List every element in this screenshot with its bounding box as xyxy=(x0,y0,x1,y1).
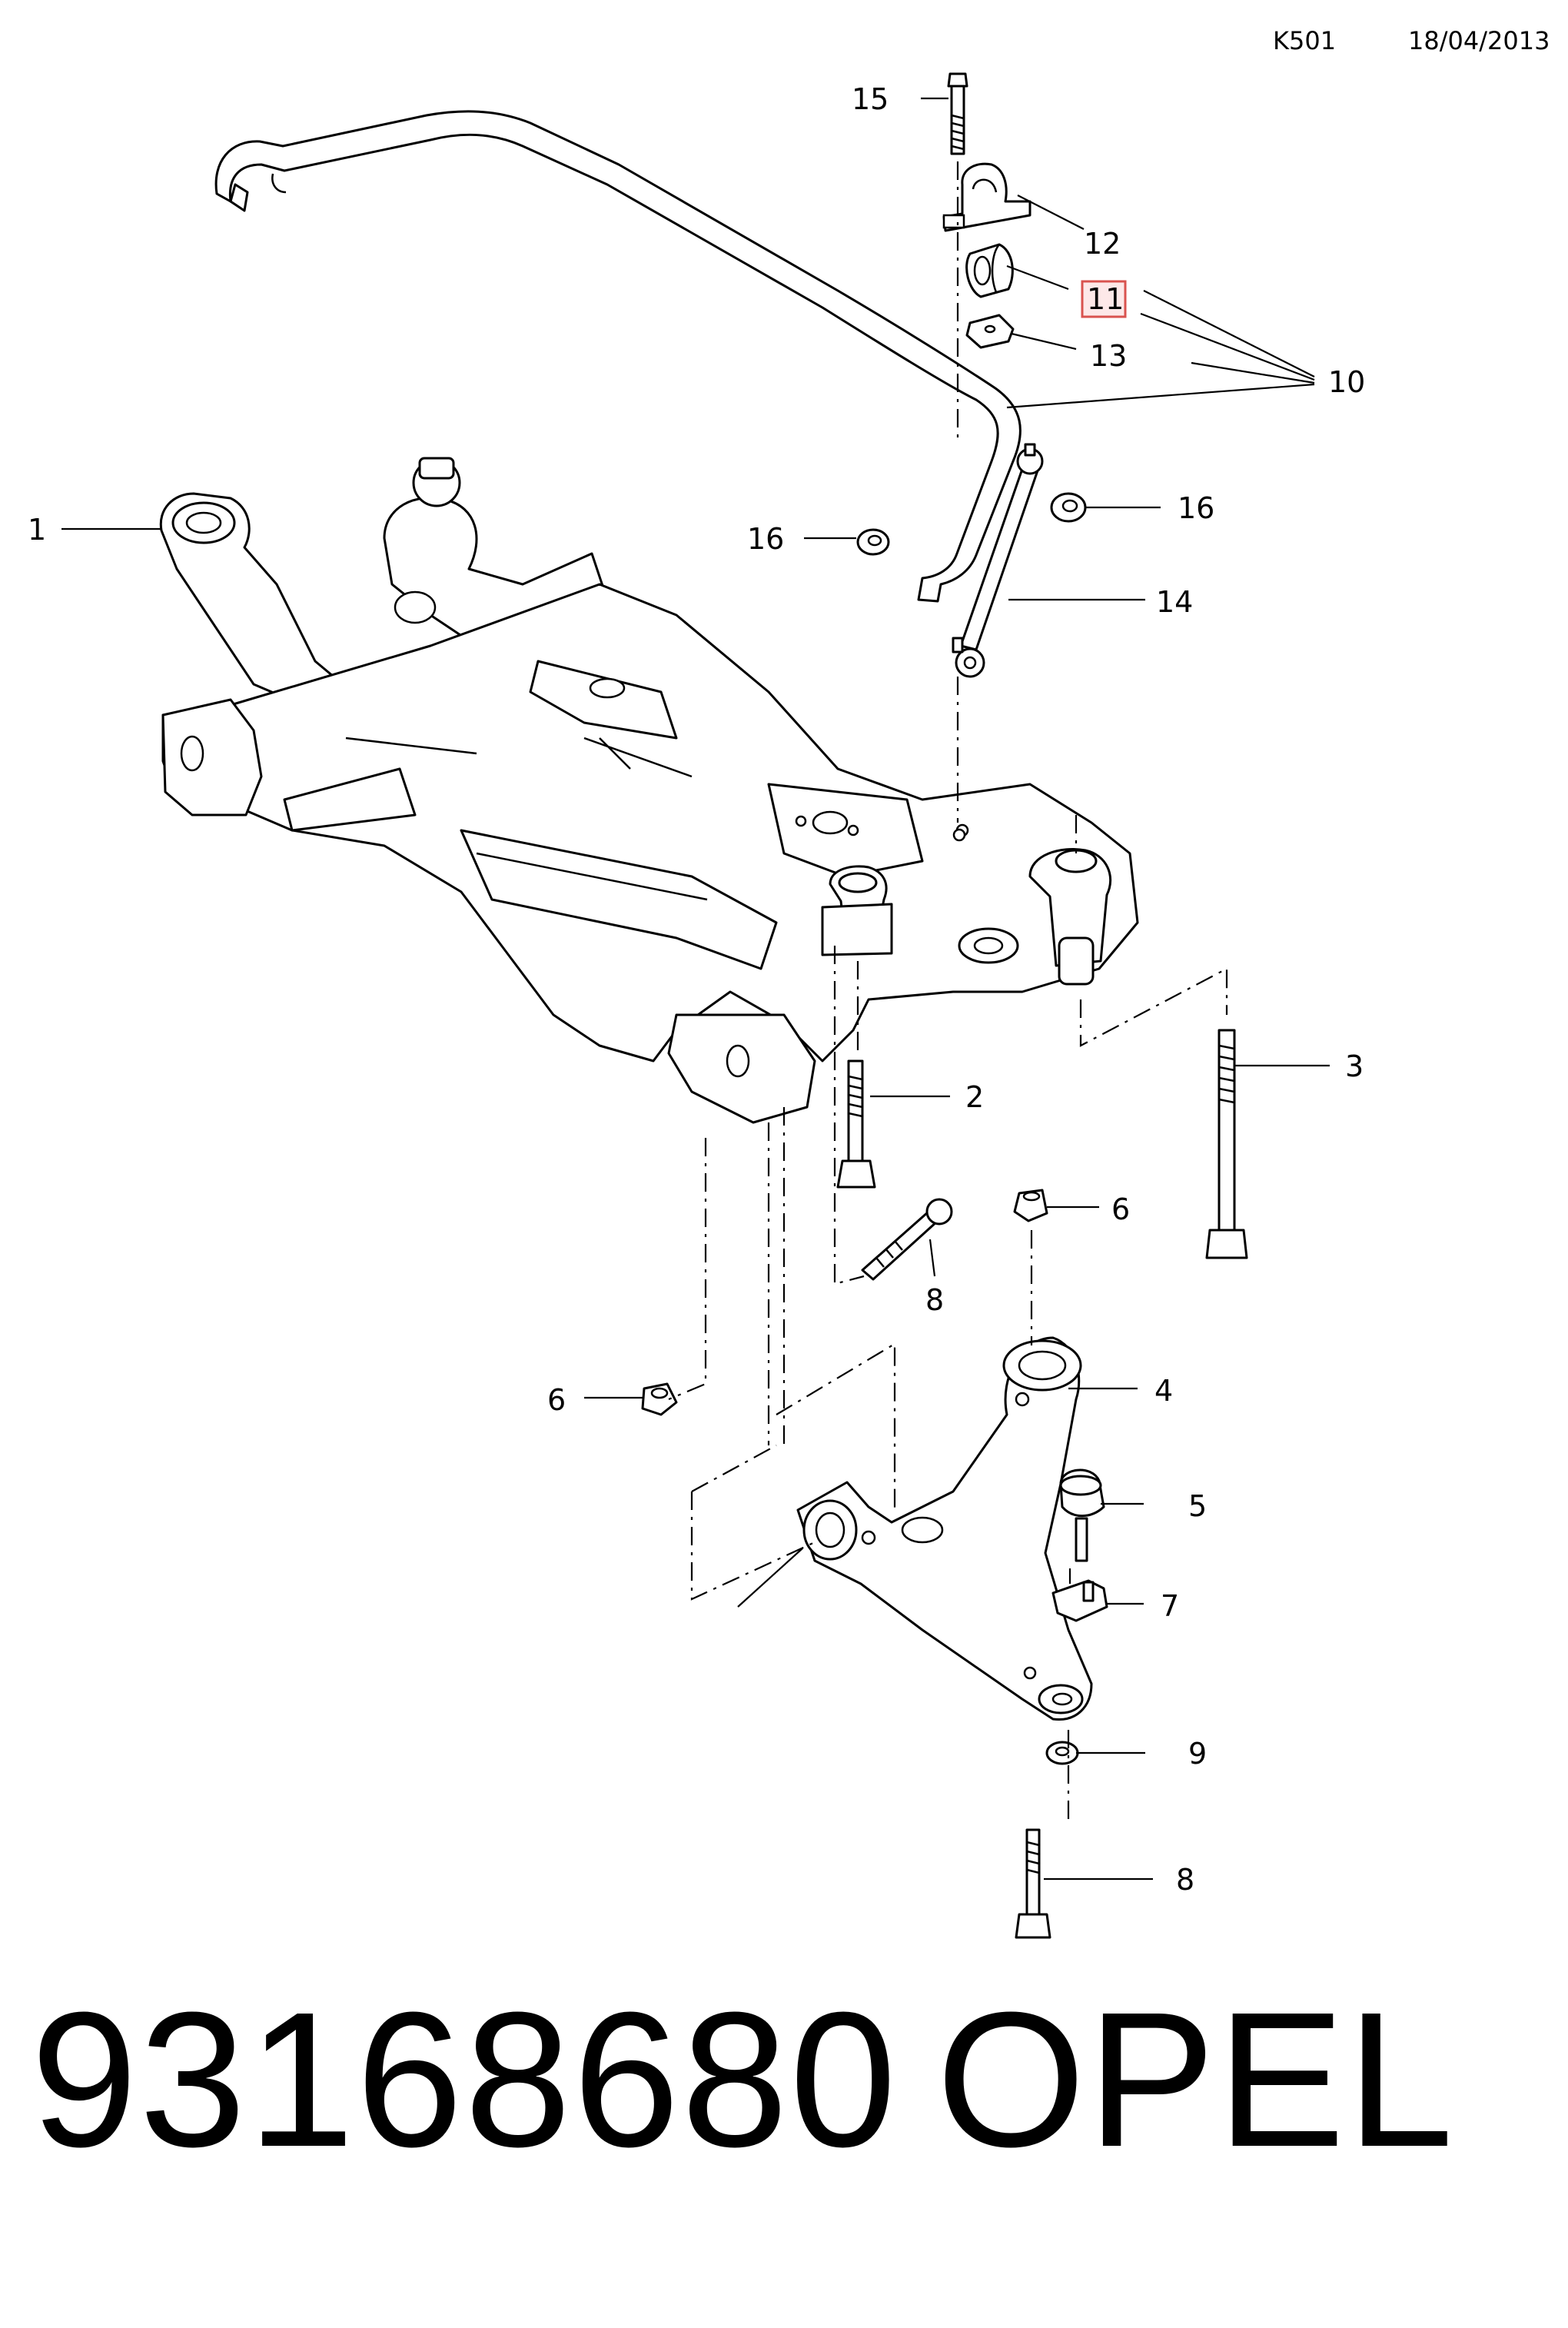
callout-16-left: 16 xyxy=(747,522,784,556)
callout-14: 14 xyxy=(1156,585,1193,619)
link-nut-lower xyxy=(856,528,890,556)
callout-11-highlight xyxy=(1081,280,1127,318)
brand-name: OPEL xyxy=(936,1972,1455,2187)
callout-labels: 1 2 3 4 5 6 6 7 8 8 9 10 11 12 13 14 15 … xyxy=(28,82,1365,1897)
callout-1: 1 xyxy=(28,513,46,547)
bushing-clip xyxy=(965,314,1015,349)
bolt-8-lower xyxy=(1015,1828,1051,1939)
callout-10: 10 xyxy=(1328,365,1365,399)
ball-joint xyxy=(1059,1468,1105,1562)
stabilizer-link xyxy=(952,443,1044,678)
ball-joint-clip xyxy=(1051,1579,1108,1622)
callout-2: 2 xyxy=(965,1080,984,1114)
front-subframe xyxy=(159,457,1139,1124)
callout-16-right: 16 xyxy=(1178,491,1214,525)
nut-6-lower xyxy=(641,1382,678,1416)
callout-15: 15 xyxy=(852,82,889,116)
callout-6-upper: 6 xyxy=(1111,1192,1130,1226)
lower-control-arm xyxy=(796,1336,1093,1721)
clamp-bolt xyxy=(947,72,968,155)
bolt-8-upper xyxy=(861,1198,953,1281)
part-number: 93168680 xyxy=(31,1972,899,2187)
link-nut-upper xyxy=(1050,492,1087,523)
callout-11: 11 xyxy=(1087,282,1124,316)
stabilizer-bushing xyxy=(965,243,1014,298)
control-arm-nut xyxy=(1045,1741,1079,1765)
callout-9: 9 xyxy=(1188,1737,1207,1771)
callout-8-lower: 8 xyxy=(1176,1863,1194,1897)
callout-6-lower: 6 xyxy=(547,1383,566,1417)
nut-6-upper xyxy=(1013,1189,1048,1222)
bolt-2 xyxy=(836,1059,876,1189)
leader-lines xyxy=(61,97,1330,1881)
callout-8-upper: 8 xyxy=(925,1283,944,1317)
bolt-3 xyxy=(1205,1029,1248,1259)
callout-4: 4 xyxy=(1154,1374,1173,1408)
alignment-lines xyxy=(668,161,1228,1822)
diagram-date: 18/04/2013 xyxy=(1408,26,1550,55)
callout-12: 12 xyxy=(1084,227,1121,261)
bushing-clamp xyxy=(942,162,1031,232)
diagram-code: K501 xyxy=(1273,26,1337,55)
callout-13: 13 xyxy=(1090,339,1127,373)
callout-5: 5 xyxy=(1188,1489,1207,1523)
callout-7: 7 xyxy=(1161,1589,1179,1623)
callout-3: 3 xyxy=(1345,1049,1364,1083)
stabilizer-bar xyxy=(214,110,1022,603)
